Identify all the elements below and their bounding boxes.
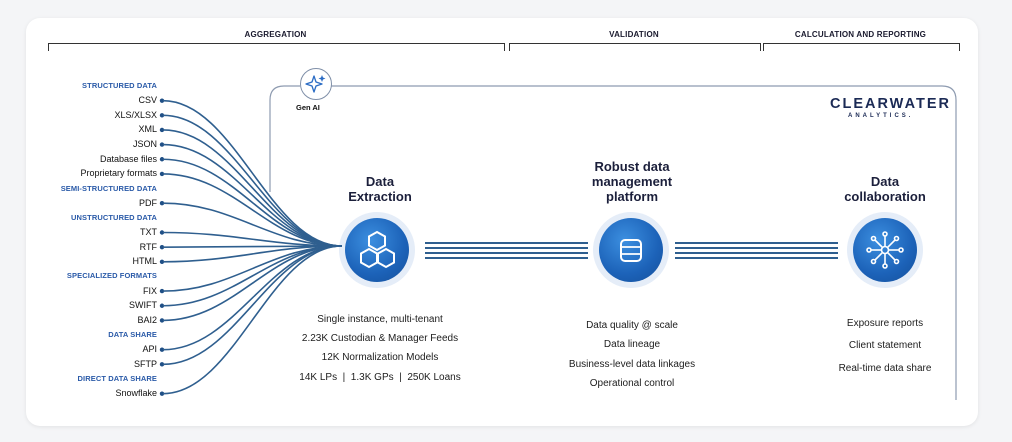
phase-aggregation: AGGREGATION: [244, 30, 307, 39]
network-hub-icon: [866, 231, 904, 269]
pipe-extraction-platform: [425, 242, 588, 259]
source-format-label: PDF: [139, 197, 157, 208]
source-connector-dot: [159, 113, 165, 118]
source-fan-line: [162, 173, 343, 247]
extraction-title: Data Extraction: [320, 174, 440, 204]
collaboration-title-line: Data: [870, 174, 900, 189]
validation-bracket: [509, 43, 761, 51]
source-format-label: RTF: [139, 241, 157, 252]
extraction-title-line: Extraction: [348, 189, 412, 204]
source-format-label: HTML: [132, 256, 158, 267]
source-connector-dot: [159, 288, 165, 294]
platform-title-line: platform: [606, 189, 658, 204]
source-format-label: BAI2: [137, 314, 157, 325]
source-format-label: Database files: [99, 153, 157, 164]
source-connector-dot: [159, 259, 165, 264]
platform-detail: Data lineage: [603, 339, 661, 350]
source-format-label: FIX: [142, 285, 157, 296]
gen-ai-label: Gen AI: [296, 103, 320, 112]
platform-detail: Business-level data linkages: [568, 359, 696, 370]
platform-detail: Data quality @ scale: [586, 320, 678, 331]
collaboration-detail: Exposure reports: [846, 318, 924, 329]
source-connector-dot: [159, 157, 165, 162]
source-format-label: Proprietary formats: [80, 168, 157, 179]
collaboration-title: Data collaboration: [825, 174, 945, 204]
source-fan-line: [162, 129, 343, 247]
extraction-detail: 14K LPs | 1.3K GPs | 250K Loans: [299, 372, 461, 383]
brand-tagline: ANALYTICS.: [848, 113, 914, 119]
source-fan-line: [162, 202, 343, 247]
source-connector-dot: [159, 347, 165, 352]
extraction-detail: 2.23K Custodian & Manager Feeds: [301, 333, 459, 344]
source-connector-dot: [159, 391, 165, 396]
source-connector-dot: [159, 142, 165, 147]
gen-ai-badge: [300, 68, 332, 100]
collaboration-node: [853, 218, 917, 282]
source-category-heading: DATA SHARE: [108, 330, 157, 340]
source-category-heading: SPECIALIZED FORMATS: [66, 271, 157, 281]
extraction-node: [345, 218, 409, 282]
source-fan-line: [162, 245, 343, 395]
database-icon: [620, 239, 642, 262]
source-format-label: JSON: [132, 139, 157, 150]
platform-title-line: Robust data: [594, 159, 670, 174]
platform-frame: [269, 85, 957, 400]
source-format-label: Snowflake: [115, 388, 157, 399]
pipe-platform-collaboration: [675, 242, 838, 259]
source-format-label: SFTP: [133, 358, 157, 369]
source-format-label: TXT: [140, 227, 157, 237]
extraction-detail: 12K Normalization Models: [321, 352, 439, 363]
brand-logo: CLEARWATER: [830, 96, 951, 112]
platform-title-line: management: [591, 174, 673, 189]
source-fan-line: [162, 245, 343, 366]
source-format-label: XLS/XLSX: [114, 109, 157, 120]
phase-validation: VALIDATION: [609, 30, 659, 39]
source-fan-line: [162, 245, 343, 263]
source-fan-lines: [159, 98, 343, 396]
source-fan-line: [162, 143, 343, 247]
source-format-label: CSV: [138, 95, 157, 106]
source-connector-dot: [159, 318, 165, 323]
platform-detail: Operational control: [589, 378, 675, 389]
collaboration-title-line: collaboration: [844, 189, 926, 204]
source-connector-dot: [159, 201, 165, 206]
source-connector-dot: [159, 244, 165, 250]
source-format-label: API: [142, 344, 157, 355]
sparkle-icon: [305, 75, 326, 93]
hexagons-icon: [360, 230, 395, 269]
source-category-heading: STRUCTURED DATA: [82, 81, 157, 90]
source-connector-dot: [159, 98, 165, 103]
source-format-label: XML: [138, 124, 157, 135]
platform-node: [599, 218, 663, 282]
source-category-heading: DIRECT DATA SHARE: [77, 374, 157, 383]
source-fan-line: [162, 245, 343, 322]
phase-reporting: CALCULATION AND REPORTING: [794, 30, 927, 39]
extraction-detail: Single instance, multi-tenant: [317, 314, 443, 325]
collaboration-detail: Real-time data share: [838, 363, 932, 374]
source-category-heading: UNSTRUCTURED DATA: [71, 212, 157, 222]
reporting-bracket: [763, 43, 960, 51]
source-connector-dot: [159, 362, 165, 367]
source-format-label: SWIFT: [129, 300, 157, 311]
extraction-title-line: Data: [365, 174, 395, 189]
aggregation-bracket: [48, 43, 505, 51]
source-connector-dot: [159, 230, 165, 235]
source-category-heading: SEMI-STRUCTURED DATA: [60, 183, 157, 193]
source-connector-dot: [159, 303, 165, 308]
source-connector-dot: [159, 171, 165, 177]
collaboration-detail: Client statement: [848, 340, 922, 351]
platform-title: Robust data management platform: [567, 159, 697, 204]
source-connector-dot: [159, 127, 165, 133]
